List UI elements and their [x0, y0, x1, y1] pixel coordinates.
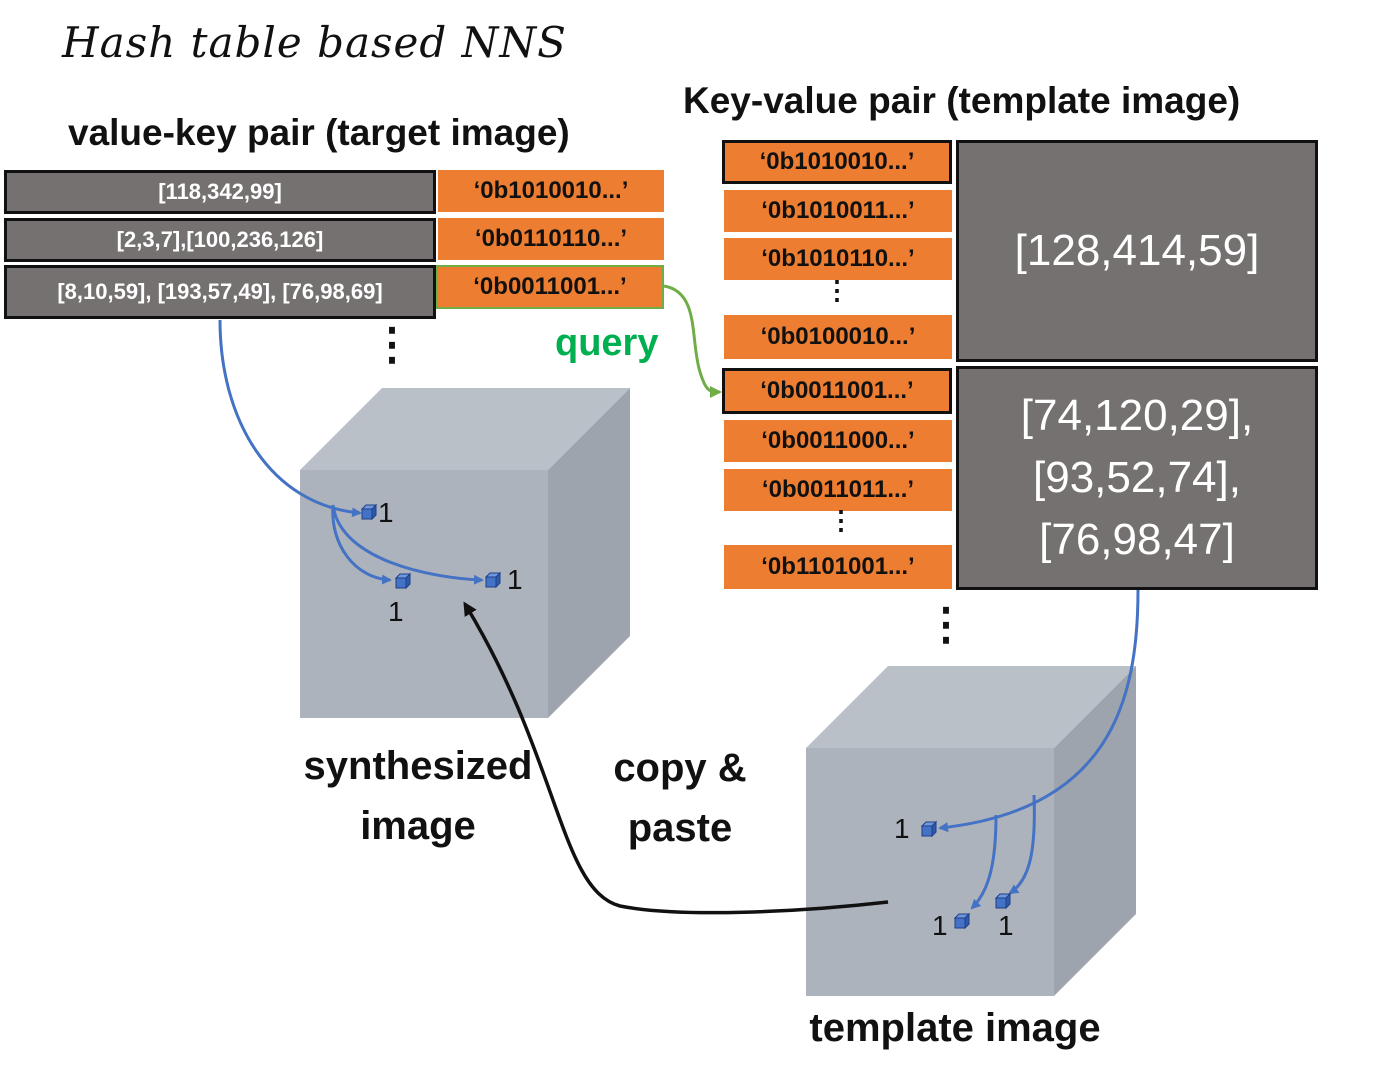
label-line: copy &: [613, 746, 747, 790]
left-value-box: [8,10,59], [193,57,49], [76,98,69]: [4, 265, 436, 319]
left-value-box: [118,342,99]: [4, 170, 436, 214]
left-key-box: ‘0b0110110...’: [438, 218, 664, 260]
query-arrow: [663, 284, 722, 398]
right-key-box: ‘0b1101001...’: [724, 545, 952, 589]
right-value-line: [93,52,74],: [1033, 453, 1241, 502]
placement-arrow: [218, 319, 362, 518]
right-value-line: [74,120,29],: [1020, 391, 1254, 440]
voxel-value: 1: [507, 564, 523, 595]
left-header: value-key pair (target image): [68, 112, 570, 153]
query-label: query: [555, 322, 659, 364]
copy-paste-label: copy & paste: [590, 738, 770, 858]
voxel-icon: [395, 573, 411, 589]
right-key-box: ‘0b1010010...’: [722, 140, 952, 184]
voxel-icon: [921, 821, 937, 837]
template-image-label: template image: [809, 1006, 1101, 1050]
right-key-box: ‘0b1010011...’: [724, 190, 952, 232]
right-value-line: [76,98,47]: [1039, 515, 1235, 564]
copy-paste-arrow: [463, 601, 889, 915]
synthesized-cube: [300, 388, 630, 718]
right-value-box: [128,414,59]: [956, 140, 1318, 362]
voxel-icon: [485, 572, 501, 588]
voxel-value: 1: [388, 596, 404, 627]
right-key-box: ‘0b0100010...’: [724, 315, 952, 359]
right-value-box: [74,120,29], [93,52,74], [76,98,47]: [956, 366, 1318, 590]
label-line: image: [360, 804, 476, 848]
left-value-box: [2,3,7],[100,236,126]: [4, 218, 436, 262]
voxel-value: 1: [378, 497, 394, 528]
left-key-box: ‘0b1010010...’: [438, 170, 664, 212]
synthesized-image-label: synthesized image: [290, 736, 546, 856]
right-key-box: ‘0b1010110...’: [724, 238, 952, 280]
lookup-arrow: [1008, 794, 1036, 895]
voxel-icon: [995, 893, 1011, 909]
voxel-value: 1: [932, 910, 948, 941]
matched-key-box: ‘0b0011001...’: [722, 368, 952, 414]
placement-arrow: [331, 504, 484, 585]
query-key-box: ‘0b0011001...’: [436, 265, 664, 309]
template-cube: [806, 666, 1136, 996]
lookup-arrow: [970, 814, 998, 910]
diagram-title: Hash table based NNS: [62, 18, 567, 67]
lookup-arrow: [938, 589, 1140, 833]
right-key-box: ‘0b0011011...’: [724, 469, 952, 511]
voxel-value: 1: [894, 813, 910, 844]
voxel-icon: [954, 913, 970, 929]
label-line: paste: [627, 806, 733, 850]
voxel-value: 1: [998, 910, 1014, 941]
right-key-box: ‘0b0011000...’: [724, 420, 952, 462]
voxel-icon: [361, 504, 377, 520]
label-line: synthesized: [303, 744, 533, 788]
right-header: Key-value pair (template image): [683, 80, 1241, 121]
placement-arrow: [331, 504, 392, 585]
